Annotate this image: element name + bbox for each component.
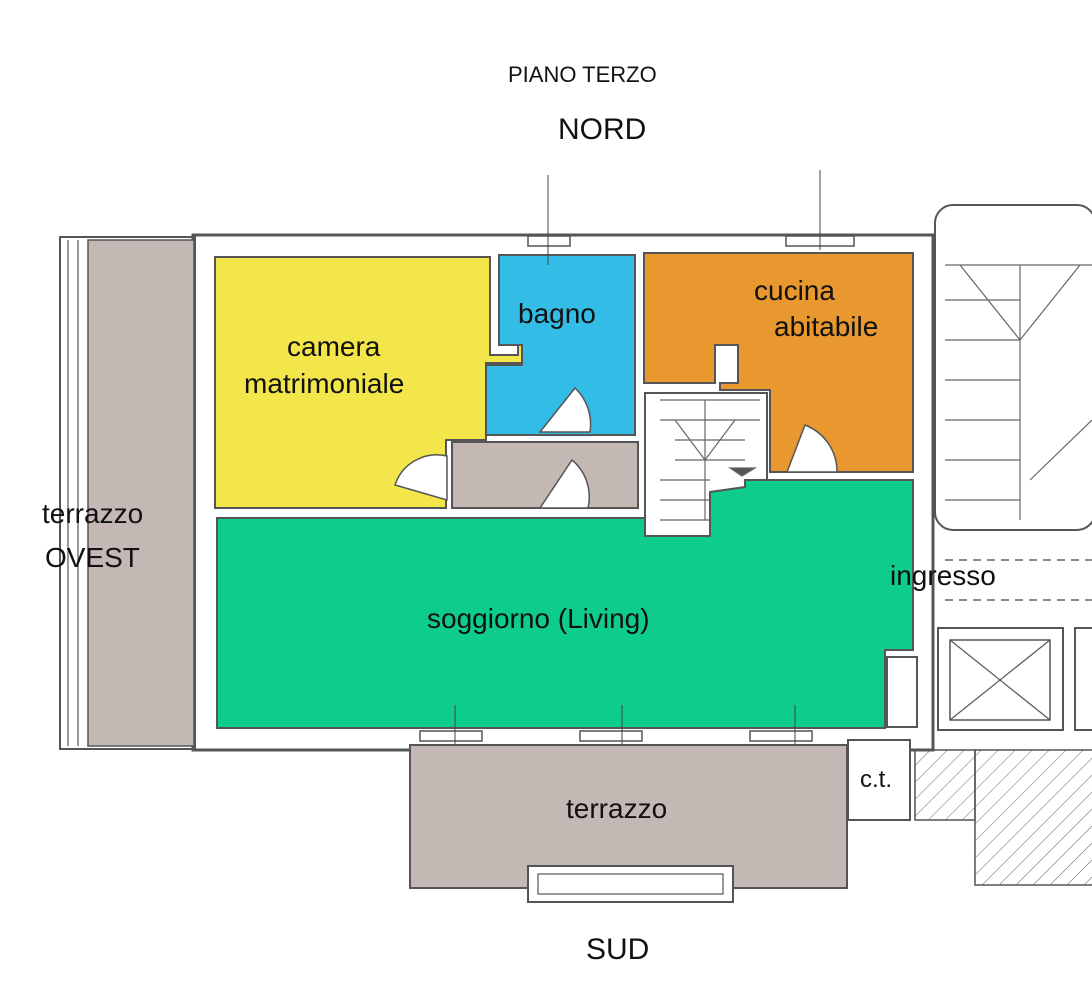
bagno-label: bagno xyxy=(518,298,596,329)
bagno-room xyxy=(485,254,636,436)
terrazzo-sud-label: terrazzo xyxy=(566,793,668,824)
terrazzo-ovest-label-line2: OVEST xyxy=(45,542,140,573)
terrazzo-ovest-area xyxy=(59,236,196,750)
camera-label-line1: camera xyxy=(287,331,381,362)
terrazzo-ovest-label-line1: terrazzo xyxy=(42,498,144,529)
ingresso-label: ingresso xyxy=(890,560,996,591)
floor-title: PIANO TERZO xyxy=(508,62,657,87)
door-cucina xyxy=(785,424,838,473)
terrazzo-sud-railing xyxy=(527,865,734,903)
door-corridoio xyxy=(538,458,591,509)
corridoio-area xyxy=(451,441,639,509)
cucina-label-line2: abitabile xyxy=(774,311,879,342)
soggiorno-room xyxy=(216,479,914,729)
door-bagno xyxy=(538,386,592,433)
cucina-room xyxy=(643,252,914,473)
terrazzo-ovest-fill xyxy=(87,239,195,747)
ct-room xyxy=(847,739,911,821)
camera-label-line2: matrimoniale xyxy=(244,368,405,399)
soggiorno-label: soggiorno (Living) xyxy=(427,603,650,634)
cucina-label-line1: cucina xyxy=(754,275,835,306)
ct-label: c.t. xyxy=(860,766,893,793)
south-label: SUD xyxy=(586,933,650,966)
north-label: NORD xyxy=(558,113,647,146)
door-camera xyxy=(394,454,448,501)
